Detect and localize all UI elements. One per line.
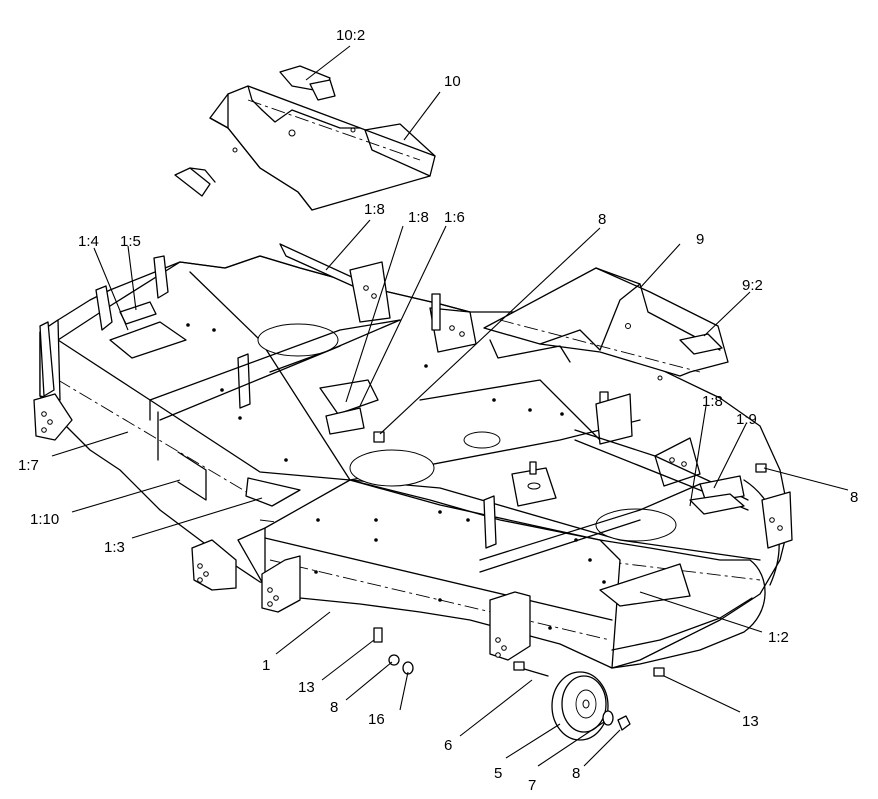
callout-7: 7 xyxy=(528,777,536,794)
callout-5: 5 xyxy=(494,765,502,782)
callout-1-8-center: 1:8 xyxy=(408,209,429,226)
callout-9: 9 xyxy=(696,231,704,248)
callout-1-6: 1:6 xyxy=(444,209,465,226)
callout-8-bottom-right: 8 xyxy=(572,765,580,782)
callout-13-left: 13 xyxy=(298,679,315,696)
callout-13-right: 13 xyxy=(742,713,759,730)
callout-1-7: 1:7 xyxy=(18,457,39,474)
callout-1-2: 1:2 xyxy=(768,629,789,646)
callout-10-2: 10:2 xyxy=(336,27,365,44)
callout-8-right: 8 xyxy=(850,489,858,506)
callout-labels: 10:2 10 1:8 1:8 1:6 8 9 9:2 1:4 1:5 1:8 … xyxy=(18,27,858,794)
leader-lines xyxy=(51,45,849,767)
callout-8-bottom-left: 8 xyxy=(330,699,338,716)
callout-1-9: 1:9 xyxy=(736,411,757,428)
callout-1: 1 xyxy=(262,657,270,674)
callout-1-8-left: 1:8 xyxy=(364,201,385,218)
baffle-10-part xyxy=(174,65,436,211)
callout-1-8-right: 1:8 xyxy=(702,393,723,410)
callout-1-10: 1:10 xyxy=(30,511,59,528)
callout-1-5: 1:5 xyxy=(120,233,141,250)
callout-1-3: 1:3 xyxy=(104,539,125,556)
callout-1-4: 1:4 xyxy=(78,233,99,250)
baffle-9-part xyxy=(483,267,729,381)
callout-16: 16 xyxy=(368,711,385,728)
callout-6: 6 xyxy=(444,737,452,754)
caster-wheel-assembly xyxy=(373,431,767,741)
callout-8-top: 8 xyxy=(598,211,606,228)
callout-9-2: 9:2 xyxy=(742,277,763,294)
callout-10: 10 xyxy=(444,73,461,90)
